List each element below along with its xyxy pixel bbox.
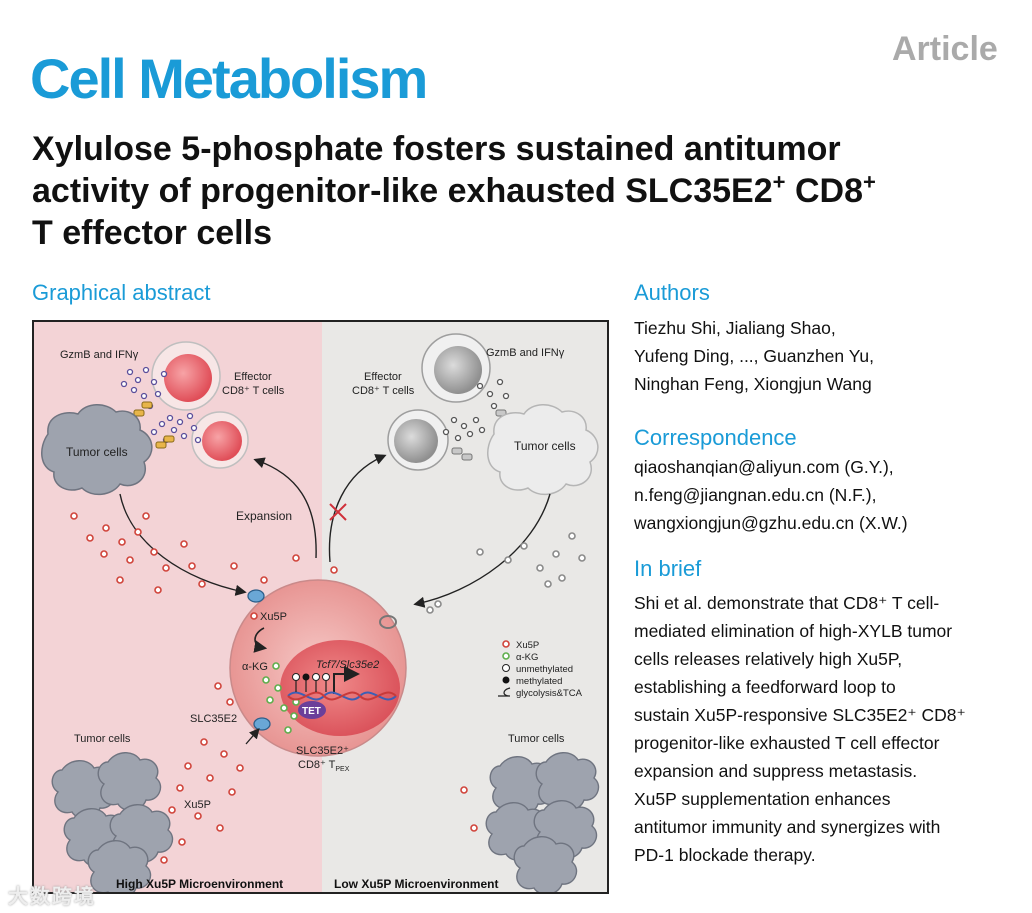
- title-sup-1: +: [773, 170, 786, 195]
- title-line-2: activity of progenitor-like exhausted SL…: [32, 170, 1022, 212]
- correspondence-email[interactable]: n.feng@jiangnan.edu.cn (N.F.),: [634, 481, 908, 509]
- graphical-abstract: GzmB and IFNγ Effector CD8⁺ T cells: [32, 320, 609, 894]
- legend-methylated-swatch: [503, 677, 510, 684]
- left-tumor-label-bottom: Tumor cells: [74, 733, 131, 745]
- right-effector-label-1: Effector: [364, 371, 402, 383]
- brief-line: antitumor immunity and synergizes with: [634, 813, 1019, 841]
- brief-line: cells releases relatively high Xu5P,: [634, 645, 1019, 673]
- brief-line: sustain Xu5P-responsive SLC35E2⁺ CD8⁺: [634, 701, 1019, 729]
- title-line-2-pre: activity of progenitor-like exhausted SL…: [32, 172, 773, 210]
- correspondence-email[interactable]: qiaoshanqian@aliyun.com (G.Y.),: [634, 453, 908, 481]
- graphical-abstract-heading: Graphical abstract: [32, 280, 211, 306]
- tpex-label-1: SLC35E2⁺: [296, 745, 349, 757]
- author-line: Tiezhu Shi, Jialiang Shao,: [634, 314, 874, 342]
- brief-line: PD-1 blockade therapy.: [634, 841, 1019, 869]
- legend-akg-label: α-KG: [516, 652, 538, 663]
- tet-label: TET: [302, 706, 321, 717]
- article-type: Article: [892, 30, 998, 69]
- expansion-label: Expansion: [236, 509, 292, 523]
- gene-label: Tcf7/Slc35e2: [316, 659, 379, 671]
- slc35e2-transporter-top: [248, 590, 264, 602]
- slc35e2-label: SLC35E2: [190, 713, 237, 725]
- in-brief-text: Shi et al. demonstrate that CD8⁺ T cell-…: [634, 589, 1019, 869]
- right-tumor-label-bottom: Tumor cells: [508, 733, 565, 745]
- right-footer-label: Low Xu5P Microenvironment: [334, 877, 498, 891]
- legend-unmethylated-label: unmethylated: [516, 664, 573, 675]
- journal-name: Cell Metabolism: [30, 46, 426, 111]
- right-effector-cell-2: [388, 410, 448, 470]
- slc35e2-transporter-bottom: [254, 718, 270, 730]
- legend-xu5p-label: Xu5P: [516, 640, 539, 651]
- left-effector-label-1: Effector: [234, 371, 272, 383]
- legend-glycolysis-label: glycolysis&TCA: [516, 688, 583, 699]
- inner-xu5p-label: Xu5P: [260, 611, 287, 623]
- graphical-abstract-figure: GzmB and IFNγ Effector CD8⁺ T cells: [34, 322, 609, 894]
- brief-line: expansion and suppress metastasis.: [634, 757, 1019, 785]
- correspondence-list: qiaoshanqian@aliyun.com (G.Y.), n.feng@j…: [634, 453, 908, 537]
- left-footer-label: High Xu5P Microenvironment: [116, 877, 283, 891]
- left-cytokines-label: GzmB and IFNγ: [60, 349, 139, 361]
- tet-enzyme: TET: [298, 701, 326, 719]
- paper-title: Xylulose 5-phosphate fosters sustained a…: [32, 128, 1022, 254]
- legend-akg-swatch: [503, 653, 509, 659]
- author-line: Yufeng Ding, ..., Guanzhen Yu,: [634, 342, 874, 370]
- left-tumor-label-top: Tumor cells: [66, 445, 128, 459]
- authors-heading: Authors: [634, 280, 710, 306]
- brief-line: establishing a feedforward loop to: [634, 673, 1019, 701]
- brief-line: progenitor-like exhausted T cell effecto…: [634, 729, 1019, 757]
- right-cytokines-label: GzmB and IFNγ: [486, 347, 565, 359]
- inner-akg-label: α-KG: [242, 661, 268, 673]
- brief-line: mediated elimination of high-XYLB tumor: [634, 617, 1019, 645]
- inner-akg-dot: [273, 663, 279, 669]
- left-effector-label-2: CD8⁺ T cells: [222, 385, 285, 397]
- brief-line: Shi et al. demonstrate that CD8⁺ T cell-: [634, 589, 1019, 617]
- title-line-3: T effector cells: [32, 212, 1022, 254]
- brief-line: Xu5P supplementation enhances: [634, 785, 1019, 813]
- tpex-label-sub: PEX: [335, 766, 349, 773]
- right-tumor-label-top: Tumor cells: [514, 439, 576, 453]
- legend-unmethylated-swatch: [503, 665, 510, 672]
- legend-xu5p-swatch: [503, 641, 509, 647]
- left-xu5p-outer-label: Xu5P: [184, 799, 211, 811]
- title-line-2-mid: CD8: [786, 172, 863, 210]
- watermark: 大数跨境: [8, 880, 96, 909]
- correspondence-heading: Correspondence: [634, 425, 797, 451]
- right-effector-cell-1: [422, 334, 490, 402]
- authors-list: Tiezhu Shi, Jialiang Shao, Yufeng Ding, …: [634, 314, 874, 398]
- in-brief-heading: In brief: [634, 556, 701, 582]
- correspondence-email[interactable]: wangxiongjun@gzhu.edu.cn (X.W.): [634, 509, 908, 537]
- author-line: Ninghan Feng, Xiongjun Wang: [634, 370, 874, 398]
- title-sup-2: +: [863, 170, 876, 195]
- legend-methylated-label: methylated: [516, 676, 562, 687]
- title-line-1: Xylulose 5-phosphate fosters sustained a…: [32, 128, 1022, 170]
- right-effector-label-2: CD8⁺ T cells: [352, 385, 415, 397]
- tpex-label-2-main: CD8⁺ T: [298, 759, 336, 771]
- inner-xu5p-dot: [251, 613, 257, 619]
